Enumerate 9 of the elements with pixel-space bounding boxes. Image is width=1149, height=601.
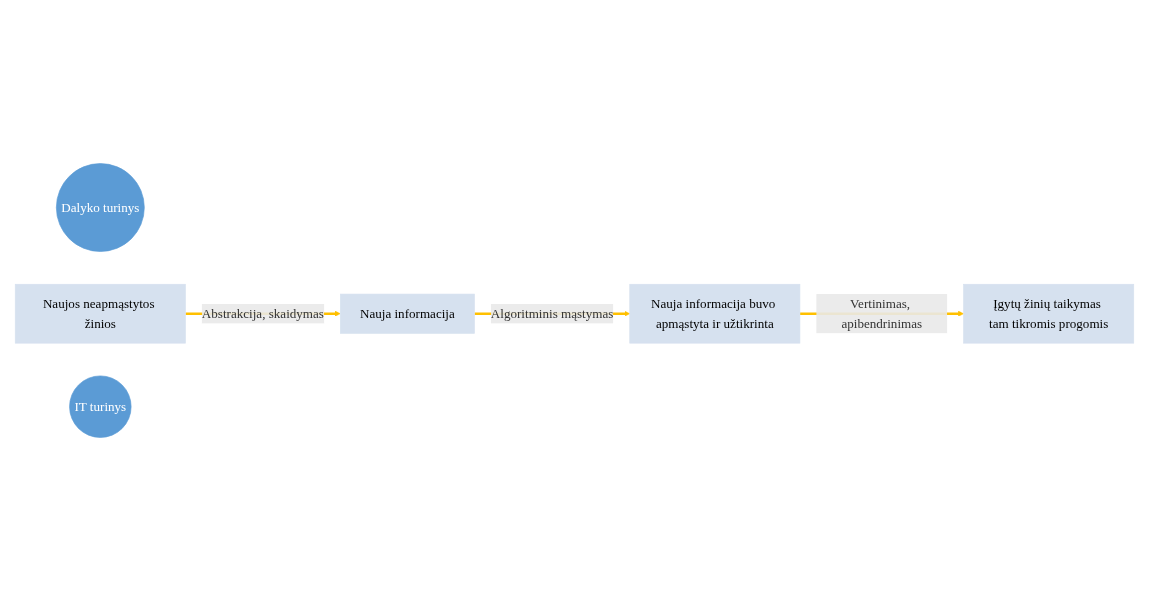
node-circle: Dalyko turinys [56, 163, 145, 252]
node-circle: IT turinys [69, 375, 132, 438]
edge-label: Vertinimas, apibendrinimas [841, 296, 923, 331]
edge-label: Algoritminis mąstymas [490, 306, 614, 321]
node-box: Įgytų žinių taikymas tam tikromis progomis [963, 283, 1135, 344]
node-box: Naujos neapmąstytos žinios [14, 283, 186, 344]
edge-label: Abstrakcija, skaidymas [201, 306, 324, 321]
node-box: Nauja informacija buvo apmąstyta ir užtikrinta [629, 283, 801, 344]
node-box: Nauja informacija [340, 293, 475, 334]
